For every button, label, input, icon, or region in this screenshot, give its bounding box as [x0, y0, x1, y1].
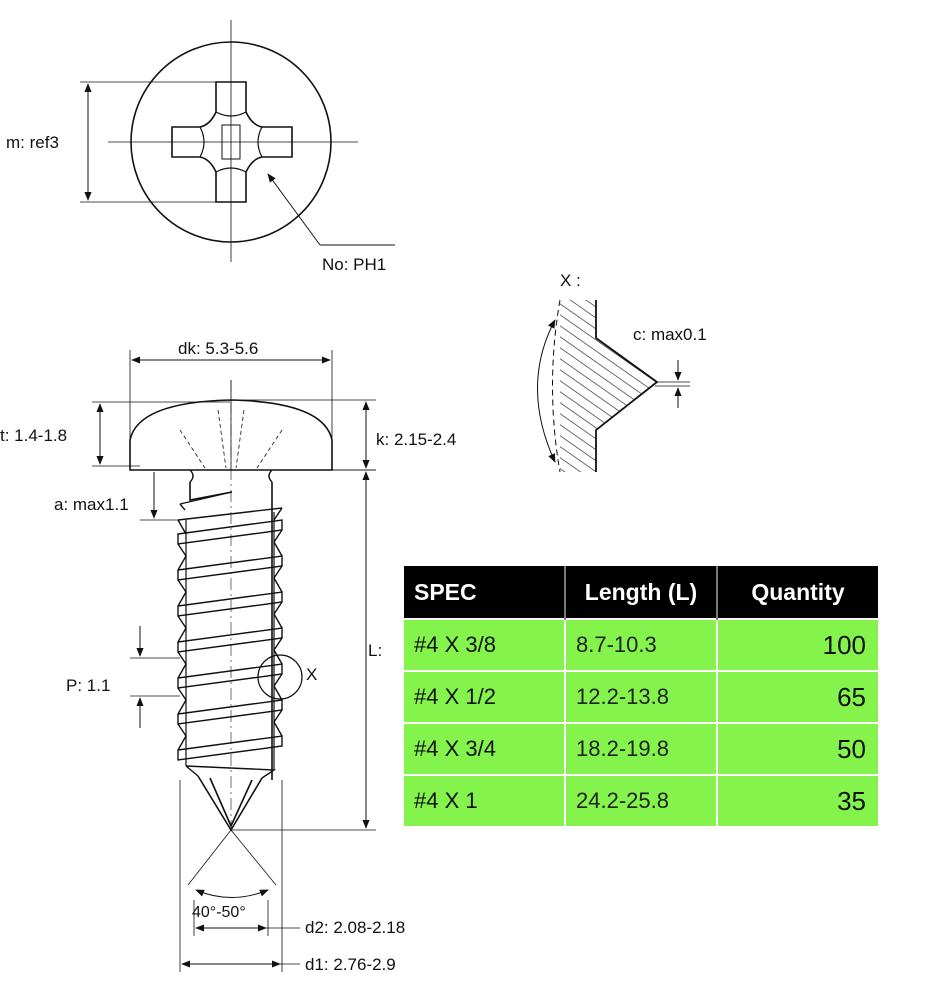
cell-spec: #4 X 3/4 [404, 722, 566, 775]
label-t: t: 1.4-1.8 [0, 426, 68, 445]
phillips-recess [171, 81, 293, 203]
head-top-view [80, 20, 395, 262]
cell-quantity: 35 [717, 774, 878, 826]
label-m: m: ref3 [6, 133, 59, 152]
cell-length: 24.2-25.8 [565, 774, 718, 826]
label-recess-no: No: PH1 [322, 255, 387, 274]
table-row: #4 X 1 24.2-25.8 35 [404, 774, 878, 826]
spec-table: SPEC Length (L) Quantity #4 X 3/8 8.7-10… [404, 566, 878, 826]
label-angle: 40°-50° [192, 904, 246, 921]
label-x-marker: X [306, 665, 318, 684]
label-detail-x: X : [560, 271, 581, 290]
label-dk: dk: 5.3-5.6 [178, 339, 259, 358]
cell-spec: #4 X 3/8 [404, 618, 566, 671]
header-spec: SPEC [404, 566, 566, 619]
detail-x-marker [257, 654, 303, 700]
cell-quantity: 50 [717, 722, 878, 775]
screw-tip [197, 775, 263, 832]
table-row: #4 X 1/2 12.2-13.8 65 [404, 670, 878, 723]
label-k: k: 2.15-2.4 [376, 430, 457, 449]
cell-length: 12.2-13.8 [565, 670, 718, 723]
label-L: L: [368, 641, 383, 660]
cell-quantity: 100 [717, 618, 878, 671]
dimension-lines [92, 350, 376, 972]
table-row: #4 X 3/8 8.7-10.3 100 [404, 618, 878, 671]
cell-length: 18.2-19.8 [565, 722, 718, 775]
ph-leader [267, 173, 321, 246]
cell-spec: #4 X 1/2 [404, 670, 566, 723]
label-a: a: max1.1 [54, 495, 129, 514]
table-header-row: SPEC Length (L) Quantity [404, 566, 878, 619]
label-d2: d2: 2.08-2.18 [305, 918, 406, 937]
label-P: P: 1.1 [66, 676, 111, 695]
detail-x-view [537, 299, 690, 473]
header-length: Length (L) [565, 566, 718, 619]
label-c: c: max0.1 [633, 325, 707, 344]
screw-side-view [129, 380, 333, 898]
cell-quantity: 65 [717, 670, 878, 723]
cell-length: 8.7-10.3 [565, 618, 718, 671]
thread-lines [177, 507, 283, 779]
label-d1: d1: 2.76-2.9 [305, 955, 396, 974]
header-quantity: Quantity [717, 566, 878, 619]
angle-arc [537, 319, 556, 463]
table-row: #4 X 3/4 18.2-19.8 50 [404, 722, 878, 775]
cell-spec: #4 X 1 [404, 774, 566, 826]
